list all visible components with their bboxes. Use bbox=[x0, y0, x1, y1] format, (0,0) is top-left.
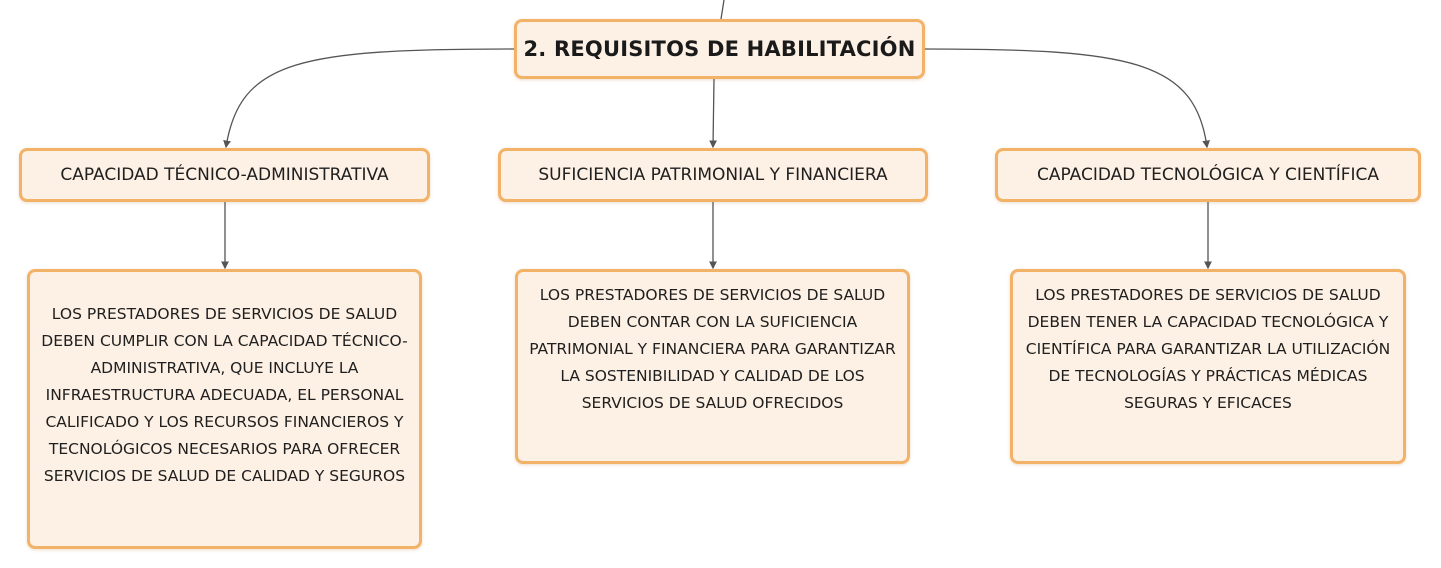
branch-node-label: SUFICIENCIA PATRIMONIAL Y FINANCIERA bbox=[538, 165, 888, 185]
detail-node-text: LOS PRESTADORES DE SERVICIOS DE SALUD DE… bbox=[529, 286, 896, 412]
parent-connector bbox=[720, 0, 725, 20]
branch-node-label: CAPACIDAD TÉCNICO-ADMINISTRATIVA bbox=[60, 165, 389, 185]
detail-node-text: LOS PRESTADORES DE SERVICIOS DE SALUD DE… bbox=[1025, 286, 1391, 412]
branch-node-capacidad-tecnico-administrativa[interactable]: CAPACIDAD TÉCNICO-ADMINISTRATIVA bbox=[19, 148, 430, 202]
detail-node-suficiencia-patrimonial[interactable]: LOS PRESTADORES DE SERVICIOS DE SALUD DE… bbox=[515, 269, 910, 464]
connector-root-to-technical bbox=[223, 48, 515, 149]
connector-root-to-technological bbox=[924, 48, 1210, 149]
branch-node-label: CAPACIDAD TECNOLÓGICA Y CIENTÍFICA bbox=[1036, 165, 1380, 185]
root-node-requisitos-habilitacion[interactable]: 2. REQUISITOS DE HABILITACIÓN bbox=[514, 19, 925, 79]
connector-root-to-financial bbox=[709, 78, 717, 149]
branch-node-capacidad-tecnologica[interactable]: CAPACIDAD TECNOLÓGICA Y CIENTÍFICA bbox=[995, 148, 1421, 202]
detail-node-text: LOS PRESTADORES DE SERVICIOS DE SALUD DE… bbox=[41, 304, 408, 485]
detail-node-capacidad-tecnico-administrativa[interactable]: LOS PRESTADORES DE SERVICIOS DE SALUD DE… bbox=[27, 269, 422, 549]
branch-node-suficiencia-patrimonial[interactable]: SUFICIENCIA PATRIMONIAL Y FINANCIERA bbox=[498, 148, 928, 202]
root-node-label: 2. REQUISITOS DE HABILITACIÓN bbox=[523, 37, 916, 61]
detail-node-capacidad-tecnologica[interactable]: LOS PRESTADORES DE SERVICIOS DE SALUD DE… bbox=[1010, 269, 1406, 464]
